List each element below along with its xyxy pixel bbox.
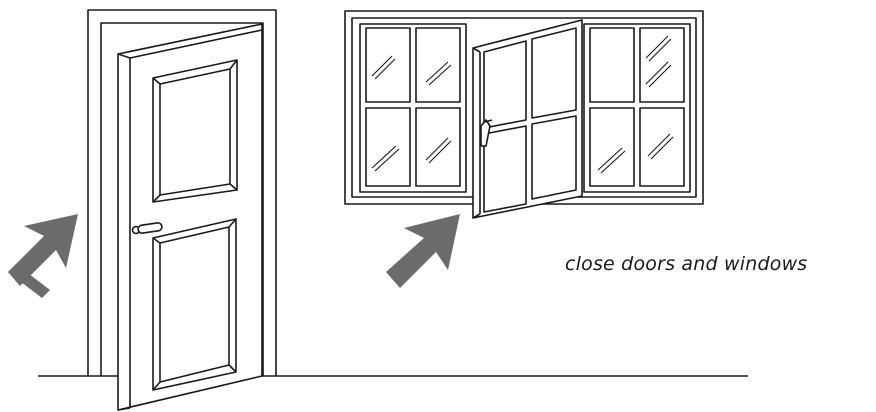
open-door-icon: [87, 9, 277, 411]
door-leaf: [117, 23, 263, 411]
instruction-caption: close doors and windows: [565, 253, 808, 275]
window-sash-left: [359, 23, 467, 193]
wind-arrow-icon: [8, 214, 78, 286]
wind-arrow-icon: [386, 214, 460, 288]
door-panel-lower: [152, 218, 237, 391]
door-frame-outer: [87, 9, 277, 376]
door-frame-inner: [100, 22, 264, 376]
window-handle: [480, 119, 493, 147]
glass-reflections: [371, 35, 674, 174]
door-panel-upper: [152, 59, 238, 203]
window-sash-open: [472, 19, 583, 219]
open-window-icon: [344, 10, 704, 219]
door-handle: [131, 222, 163, 235]
wind-arrow-icon: [8, 264, 50, 298]
window-sash-right: [583, 23, 691, 193]
